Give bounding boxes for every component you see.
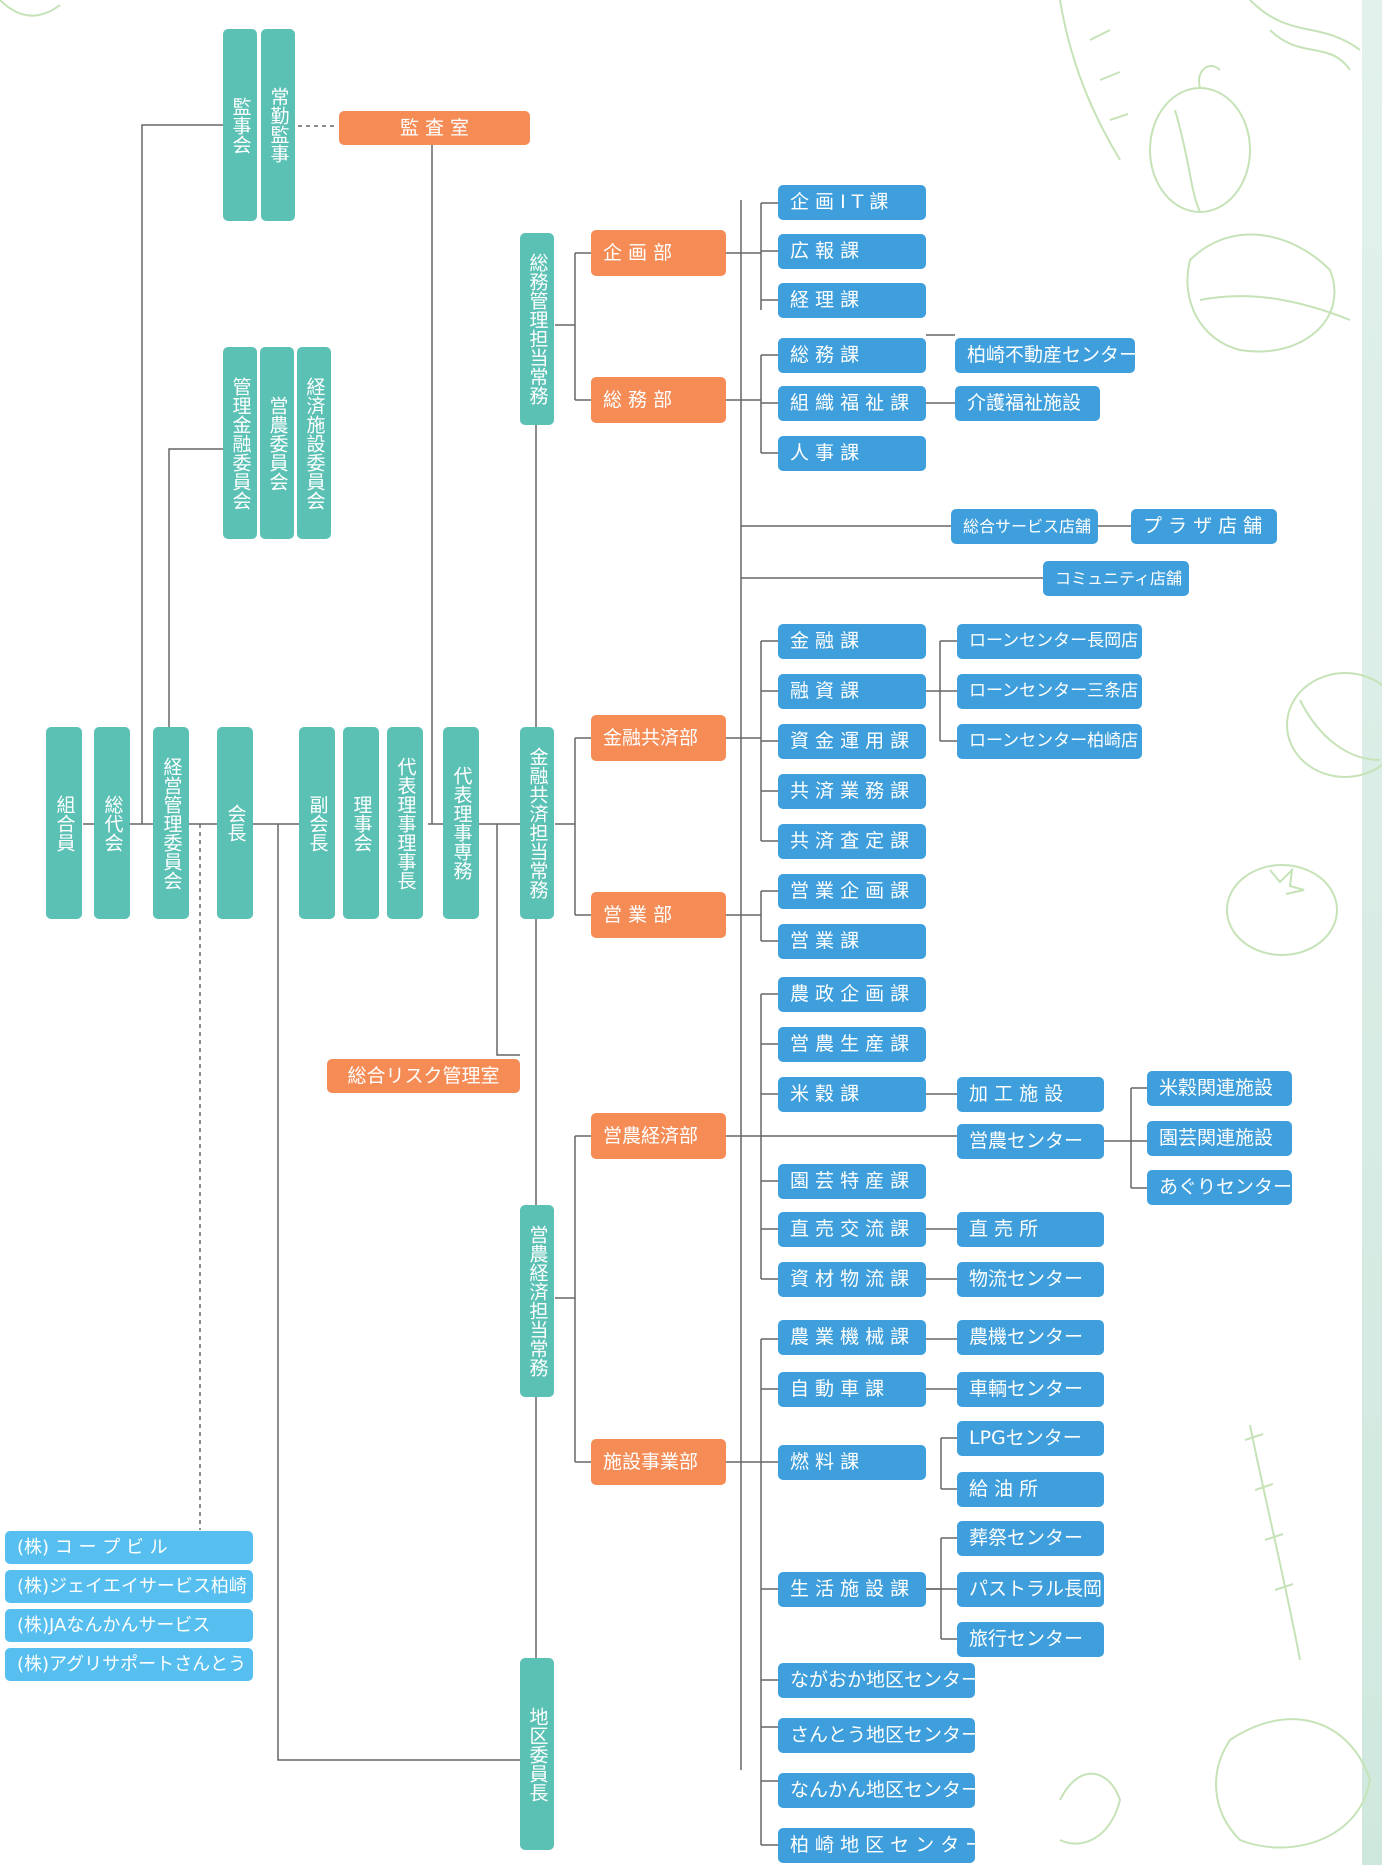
jidosha-ka-box: 自 動 車 課 [778, 1372, 926, 1407]
kikaku-it-ka-box: 企 画 I T 課 [778, 185, 926, 220]
beikoku-kanren-shisetsu-box: 米穀関連施設 [1147, 1071, 1292, 1106]
subsidiary-ja-service-kashiwazaki: (株)ジェイエイサービス柏崎 [5, 1570, 253, 1603]
loan-center-nagaoka-box: ローンセンター長岡店 [957, 624, 1142, 659]
koho-ka-box: 広 報 課 [778, 234, 926, 269]
nagaoka-chiku-center-box: ながおか地区センター [778, 1663, 975, 1698]
einou-iinkai-box: 営農委員会 [260, 347, 294, 539]
yushi-ka-box: 融 資 課 [778, 674, 926, 709]
lpg-center-box: LPGセンター [957, 1421, 1104, 1456]
somu-ka-box: 総 務 課 [778, 338, 926, 373]
right-edge-stripe [1362, 0, 1382, 1865]
nogyo-kikai-ka-box: 農 業 機 械 課 [778, 1320, 926, 1355]
einou-center-box: 営農センター [957, 1124, 1104, 1159]
daihyo-rijicho-box: 代表理事理事長 [387, 727, 423, 919]
kansa-shitsu-box: 監 査 室 [339, 111, 530, 145]
einou-keizai-tanto-jomu-box: 営農経済担当常務 [520, 1205, 554, 1397]
kashiwazaki-chiku-center-box: 柏 崎 地 区 セ ン タ ー [778, 1828, 975, 1863]
loan-center-kashiwazaki-box: ローンセンター柏崎店 [957, 724, 1142, 759]
nankan-chiku-center-box: なんかん地区センター [778, 1773, 975, 1808]
kyuyujo-box: 給 油 所 [957, 1472, 1104, 1507]
somu-kanri-tanto-jomu-box: 総務管理担当常務 [520, 233, 554, 425]
kinyu-kyosai-tanto-jomu-box: 金融共済担当常務 [520, 727, 554, 919]
nenryo-ka-box: 燃 料 課 [778, 1445, 926, 1480]
risk-kanri-shitsu-box: 総合リスク管理室 [327, 1059, 520, 1093]
beikoku-ka-box: 米 穀 課 [778, 1077, 926, 1112]
eigyo-kikaku-ka-box: 営 業 企 画 課 [778, 874, 926, 909]
einou-keizai-bu-box: 営農経済部 [591, 1113, 726, 1159]
sosai-center-box: 葬祭センター [957, 1521, 1104, 1556]
subsidiary-ja-nankan-service: (株)JAなんかんサービス [5, 1609, 253, 1642]
rijikai-box: 理事会 [343, 727, 379, 919]
loan-center-sanjo-box: ローンセンター三条店 [957, 674, 1142, 709]
chokubaijo-box: 直 売 所 [957, 1212, 1104, 1247]
soshiki-fukushi-ka-box: 組 織 福 祉 課 [778, 386, 926, 421]
cabbage-icon [1215, 1718, 1372, 1849]
keiei-kanri-iinkai-box: 経営管理委員会 [153, 727, 189, 919]
keiri-ka-box: 経 理 課 [778, 283, 926, 318]
einou-seisan-ka-box: 営 農 生 産 課 [778, 1027, 926, 1062]
shisetsu-jigyo-bu-box: 施設事業部 [591, 1439, 726, 1485]
community-tenpo-box: コミュニティ店舗 [1043, 561, 1189, 596]
kanjikai-box: 監事会 [223, 29, 257, 221]
kyosai-satei-ka-box: 共 済 査 定 課 [778, 824, 926, 859]
eigyo-bu-box: 営 業 部 [591, 892, 726, 938]
nosei-kikaku-ka-box: 農 政 企 画 課 [778, 977, 926, 1012]
sogo-service-tenpo-box: 総合サービス店舗 [951, 509, 1098, 544]
somu-bu-box: 総 務 部 [591, 377, 726, 423]
noki-center-box: 農機センター [957, 1320, 1104, 1355]
shikin-unyo-ka-box: 資 金 運 用 課 [778, 724, 926, 759]
engei-tokusan-ka-box: 園 芸 特 産 課 [778, 1164, 926, 1199]
aguri-center-box: あぐりセンター [1147, 1170, 1292, 1205]
subsidiary-coop-bill: (株) コ ー プ ビ ル [5, 1531, 253, 1564]
kaicho-box: 会長 [217, 727, 253, 919]
kako-shisetsu-box: 加 工 施 設 [957, 1077, 1104, 1112]
sharyo-center-box: 車輌センター [957, 1372, 1104, 1407]
kinyu-kyosai-bu-box: 金融共済部 [591, 715, 726, 761]
fukukaicho-box: 副会長 [299, 727, 335, 919]
pastoral-nagaoka-box: パストラル長岡 [957, 1572, 1104, 1607]
eggplant-icon [1059, 1772, 1122, 1845]
eigyo-ka-box: 営 業 課 [778, 924, 926, 959]
santo-chiku-center-box: さんとう地区センター [778, 1718, 975, 1753]
daihyo-senmu-box: 代表理事専務 [443, 727, 479, 919]
kikaku-bu-box: 企 画 部 [591, 230, 726, 276]
leafy-vegetable-icon [1186, 233, 1336, 353]
tomato-icon [1226, 864, 1338, 956]
kaigo-fukushi-shisetsu-box: 介護福祉施設 [955, 386, 1100, 421]
shizai-butsuryu-ka-box: 資 材 物 流 課 [778, 1262, 926, 1297]
kashiwazaki-fudosan-center-box: 柏崎不動産センター [955, 338, 1135, 373]
jokin-kanji-box: 常勤監事 [261, 29, 295, 221]
asparagus-icon-2 [1244, 1424, 1301, 1661]
butsuryu-center-box: 物流センター [957, 1262, 1104, 1297]
kinyu-ka-box: 金 融 課 [778, 624, 926, 659]
plaza-tenpo-box: プ ラ ザ 店 舗 [1131, 509, 1277, 544]
kanri-kinyu-iinkai-box: 管理金融委員会 [223, 347, 257, 539]
asparagus-icon [1059, 0, 1129, 161]
kumiaiin-box: 組合員 [46, 727, 82, 919]
engei-kanren-shisetsu-box: 園芸関連施設 [1147, 1121, 1292, 1156]
subsidiary-agri-support-santo: (株)アグリサポートさんとう [5, 1648, 253, 1681]
ryoko-center-box: 旅行センター [957, 1622, 1104, 1657]
sodaikai-box: 総代会 [94, 727, 130, 919]
jinji-ka-box: 人 事 課 [778, 436, 926, 471]
chokubai-koryu-ka-box: 直 売 交 流 課 [778, 1212, 926, 1247]
seikatsu-shisetsu-ka-box: 生 活 施 設 課 [778, 1572, 926, 1607]
chiku-iincho-box: 地区委員長 [520, 1658, 554, 1850]
keizai-shisetsu-iinkai-box: 経済施設委員会 [297, 347, 331, 539]
onion-icon [1149, 87, 1251, 213]
kyosai-gyomu-ka-box: 共 済 業 務 課 [778, 774, 926, 809]
